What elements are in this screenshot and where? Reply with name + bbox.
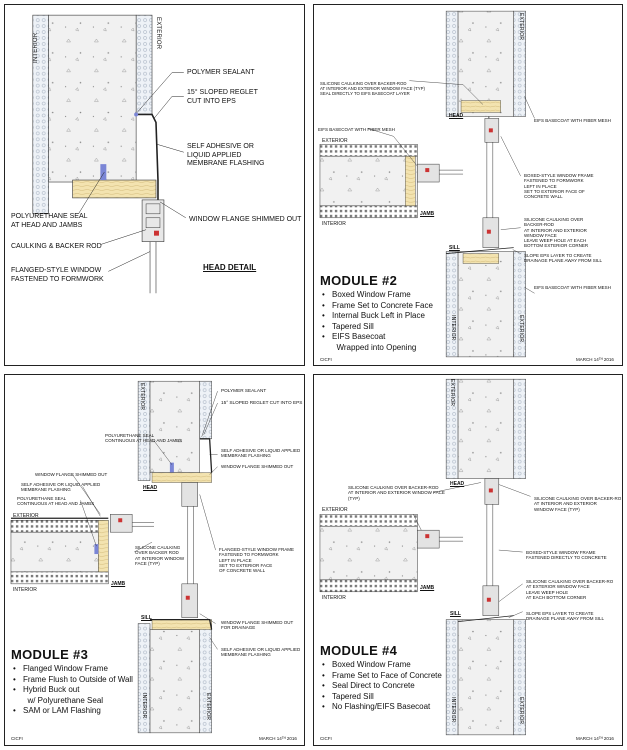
interior-label-sill: INTERIOR [450, 315, 456, 341]
bullet-item: Tapered Sill [322, 692, 442, 703]
exterior-label-sill: EXTERIOR [518, 697, 524, 725]
bullet-item: EIFS Basecoat Wrapped into Opening [322, 332, 433, 353]
exterior-label: EXTERIOR [155, 17, 161, 50]
silicone-sill-label: SILICONE CAULKING OVER BACKER-RO AT EXTE… [526, 579, 614, 600]
module-2-title: MODULE #2 [320, 273, 398, 288]
eifs-bottom-label: EIFS BASECOAT WITH FIBER MESH [534, 285, 611, 290]
slope-label: SLOPE EPS LAYER TO CREATE DRAINAGE PLANE… [526, 611, 605, 622]
module-2-bullets: Boxed Window Frame Frame Set to Concrete… [322, 290, 433, 353]
module-3-bullets: Flanged Window Frame Frame Flush to Outs… [13, 664, 133, 717]
silicone-label: SILICONE CAULKING OVER BACKER ROD AT INT… [135, 545, 185, 566]
module-4-panel: EXTERIOR INTERIOR EXTERIOR EXTERIOR INTE… [313, 374, 623, 746]
silicone-right-label: SILICONE CAULKING OVER BACKER-RO AT INTE… [534, 496, 622, 512]
reglet-label: 15° SLOPED REGLET CUT INTO EPS [187, 89, 258, 105]
flange-shim-label: WINDOW FLANGE SHIMMED OUT [189, 216, 302, 223]
module-4-title: MODULE #4 [320, 643, 398, 658]
sill-tag: SILL [450, 611, 461, 617]
jamb-tag: JAMB [111, 581, 126, 587]
membrane-left-label: SELF ADHESIVE OR LIQUID APPLIED MEMBRANE… [21, 482, 101, 493]
polymer-sealant-label: POLYMER SEALANT [187, 69, 255, 76]
polymer-label: POLYMER SEALANT [221, 388, 267, 393]
pu-seal-label: POLYURETHANE SEAL AT HEAD AND JAMBS [11, 213, 88, 229]
exterior-label-jamb: EXTERIOR [322, 507, 348, 513]
head-tag: HEAD [450, 481, 465, 487]
bullet-item: Flanged Window Frame [13, 664, 133, 675]
bullet-item: Frame Set to Concrete Face [322, 301, 433, 312]
flange-left-label: WINDOW FLANGE SHIMMED OUT [35, 472, 108, 477]
jamb-tag: JAMB [420, 585, 435, 591]
membrane-head-label: SELF ADHESIVE OR LIQUID APPLIED MEMBRANE… [221, 448, 301, 459]
membrane-sill-label: SELF ADHESIVE OR LIQUID APPLIED MEMBRANE… [221, 647, 301, 658]
exterior-label-jamb: EXTERIOR [322, 138, 348, 144]
bullet-item: Tapered Sill [322, 322, 433, 333]
pu-seal-left-label: POLYURETHANE SEAL CONTINUOUS AT HEAD AND… [17, 496, 95, 507]
exterior-label-sill: EXTERIOR [518, 315, 524, 343]
silicone-sill-label: SILICONE CAULKING OVER BACKER-ROD AT INT… [524, 217, 589, 249]
module-3-drawing [10, 380, 218, 734]
sill-tag: SILL [449, 245, 460, 251]
interior-label-jamb: INTERIOR [13, 587, 37, 593]
interior-label: INTERIOR [33, 32, 39, 63]
head-detail-heading: HEAD DETAIL [203, 263, 257, 272]
flange-head-label: WINDOW FLANGE SHIMMED OUT [221, 464, 294, 469]
reglet-label: 15° SLOPED REGLET CUT INTO EPS [221, 400, 303, 405]
bullet-item: Boxed Window Frame [322, 660, 442, 671]
interior-label-jamb: INTERIOR [322, 595, 346, 601]
jamb-tag: JAMB [420, 211, 435, 217]
bullet-item: Frame Set to Face of Concrete [322, 671, 442, 682]
head-detail-panel: INTERIOR EXTERIOR POLYMER SEALANT 15° SL… [4, 4, 305, 366]
eifs-left-label: EIFS BASECOAT WITH FIBER MESH [318, 127, 395, 132]
interior-label-sill: INTERIOR [450, 697, 456, 723]
boxed-frame-label: BOXED-STYLE WINDOW FRAME FASTENED DIRECT… [526, 550, 607, 561]
interior-label-jamb: INTERIOR [322, 221, 346, 227]
silicone-left-label: SILICONE CAULKING OVER BACKER-ROD AT INT… [348, 485, 445, 501]
flanged-window-label: FLANGED-STYLE WINDOW FASTENED TO FORMWOR… [11, 267, 104, 283]
boxed-frame-label: BOXED-STYLE WINDOW FRAME FASTENED TO FOR… [524, 173, 594, 200]
bullet-item: SAM or LAM Flashing [13, 706, 133, 717]
pu-seal-head-label: POLYURETHANE SEAL CONTINUOUS AT HEAD AND… [105, 433, 183, 444]
exterior-label-jamb: EXTERIOR [13, 513, 39, 519]
head-tag: HEAD [143, 485, 158, 491]
exterior-label-head: EXTERIOR [139, 383, 145, 411]
flange-sill-label: WINDOW FLANGE SHIMMED OUT FOR DRAINAGE [221, 620, 294, 631]
interior-label-sill: INTERIOR [141, 693, 147, 719]
sill-tag: SILL [141, 615, 152, 621]
exterior-label-sill: EXTERIOR [205, 693, 211, 721]
footer-right: MARCH 14ᵀᴴ 2016 [576, 357, 614, 362]
footer-right: MARCH 14ᵀᴴ 2016 [259, 736, 297, 741]
bullet-item: Boxed Window Frame [322, 290, 433, 301]
module-4-drawing [319, 378, 531, 736]
footer-left: CICFI [11, 736, 23, 741]
slope-label: SLOPE EPS LAYER TO CREATE DRAINAGE PLANE… [524, 253, 603, 264]
caulk-label: CAULKING & BACKER ROD [11, 243, 102, 250]
bullet-item: Hybrid Buck out w/ Polyurethane Seal [13, 685, 133, 706]
module-2-panel: EXTERIOR INTERIOR EXTERIOR EXTERIOR INTE… [313, 4, 623, 366]
bullet-item: No Flashing/EIFS Basecoat [322, 702, 442, 713]
silicone-head-label: SILICONE CAULKING OVER BACKER-ROD AT INT… [320, 81, 425, 97]
flanged-frame-label: FLANGED-STYLE WINDOW FRAME FASTENED TO F… [219, 547, 295, 574]
footer-right: MARCH 14ᵀᴴ 2016 [576, 736, 614, 741]
module-3-title: MODULE #3 [11, 647, 89, 662]
footer-left: CICFI [320, 736, 332, 741]
exterior-label-head: EXTERIOR [518, 13, 524, 41]
head-detail-drawing [32, 14, 186, 294]
bullet-item: Frame Flush to Outside of Wall [13, 675, 133, 686]
membrane-flashing-label: SELF ADHESIVE OR LIQUID APPLIED MEMBRANE… [187, 143, 265, 167]
bullet-item: Internal Buck Left in Place [322, 311, 433, 322]
head-tag: HEAD [449, 113, 464, 119]
footer-left: CICFI [320, 357, 332, 362]
exterior-label-head: EXTERIOR [449, 379, 455, 407]
module-2-drawing [319, 10, 535, 358]
module-3-panel: EXTERIOR INTERIOR EXTERIOR EXTERIOR INTE… [4, 374, 305, 746]
bullet-item: Seal Direct to Concrete [322, 681, 442, 692]
module-4-bullets: Boxed Window Frame Frame Set to Face of … [322, 660, 442, 713]
eifs-top-label: EIFS BASECOAT WITH FIBER MESH [534, 118, 611, 123]
